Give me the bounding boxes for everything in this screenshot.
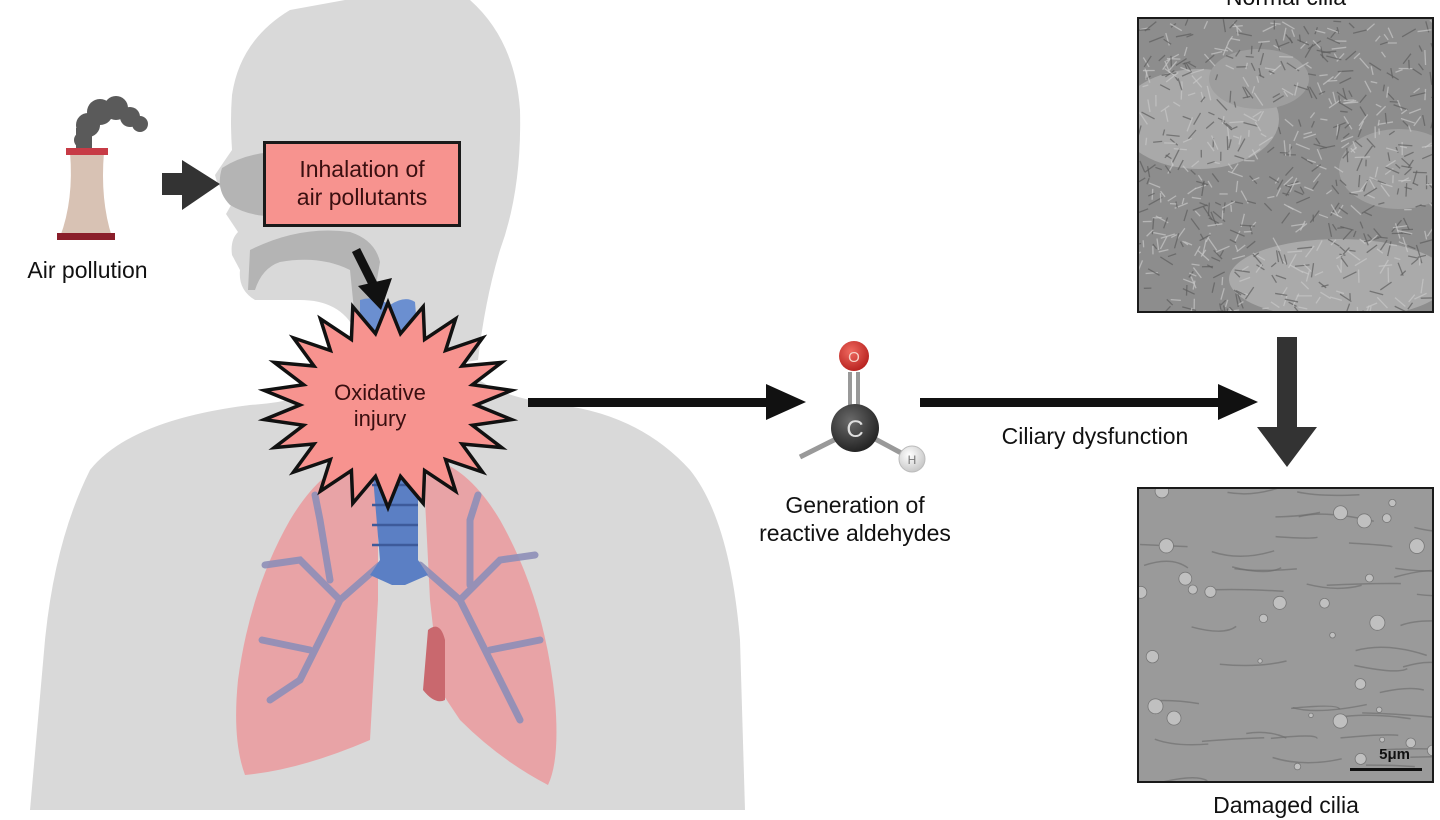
air-pollution-label: Air pollution	[0, 257, 175, 285]
damaged-cilia-label: Damaged cilia	[1140, 792, 1432, 820]
smoke-cloud	[74, 96, 148, 150]
aldehyde-molecule-icon: O C H	[800, 341, 925, 472]
normal-cilia-texture	[1139, 19, 1434, 313]
oxidative-injury-label: Oxidative injury	[300, 380, 460, 433]
inhalation-line-1: Inhalation of	[297, 156, 427, 184]
ciliary-dysfunction-label: Ciliary dysfunction	[950, 423, 1240, 451]
oxidative-line-2: injury	[300, 406, 460, 432]
damaged-cilia-micrograph: 5μm	[1137, 487, 1434, 783]
inhalation-box: Inhalation of air pollutants	[263, 141, 461, 227]
arrow-down-normal-to-damaged	[1257, 337, 1317, 467]
oxygen-symbol: O	[848, 349, 860, 366]
inhalation-line-2: air pollutants	[297, 184, 427, 212]
carbon-symbol: C	[846, 416, 863, 443]
arrow-right-to-nose	[162, 160, 220, 210]
oxidative-line-1: Oxidative	[300, 380, 460, 406]
normal-cilia-label: Normal cilia	[1140, 0, 1432, 12]
aldehydes-line-1: Generation of	[700, 492, 1010, 520]
arrow-right-to-cilia	[920, 384, 1258, 420]
damaged-cilia-texture	[1139, 489, 1434, 783]
aldehydes-label: Generation of reactive aldehydes	[700, 492, 1010, 547]
scale-bar	[1350, 768, 1422, 771]
cooling-tower-with-smoke-icon	[57, 96, 148, 240]
normal-cilia-micrograph	[1137, 17, 1434, 313]
scale-bar-label: 5μm	[1379, 746, 1410, 763]
tower-body	[60, 152, 112, 237]
aldehydes-line-2: reactive aldehydes	[700, 520, 1010, 548]
hydrogen-symbol: H	[908, 453, 917, 467]
